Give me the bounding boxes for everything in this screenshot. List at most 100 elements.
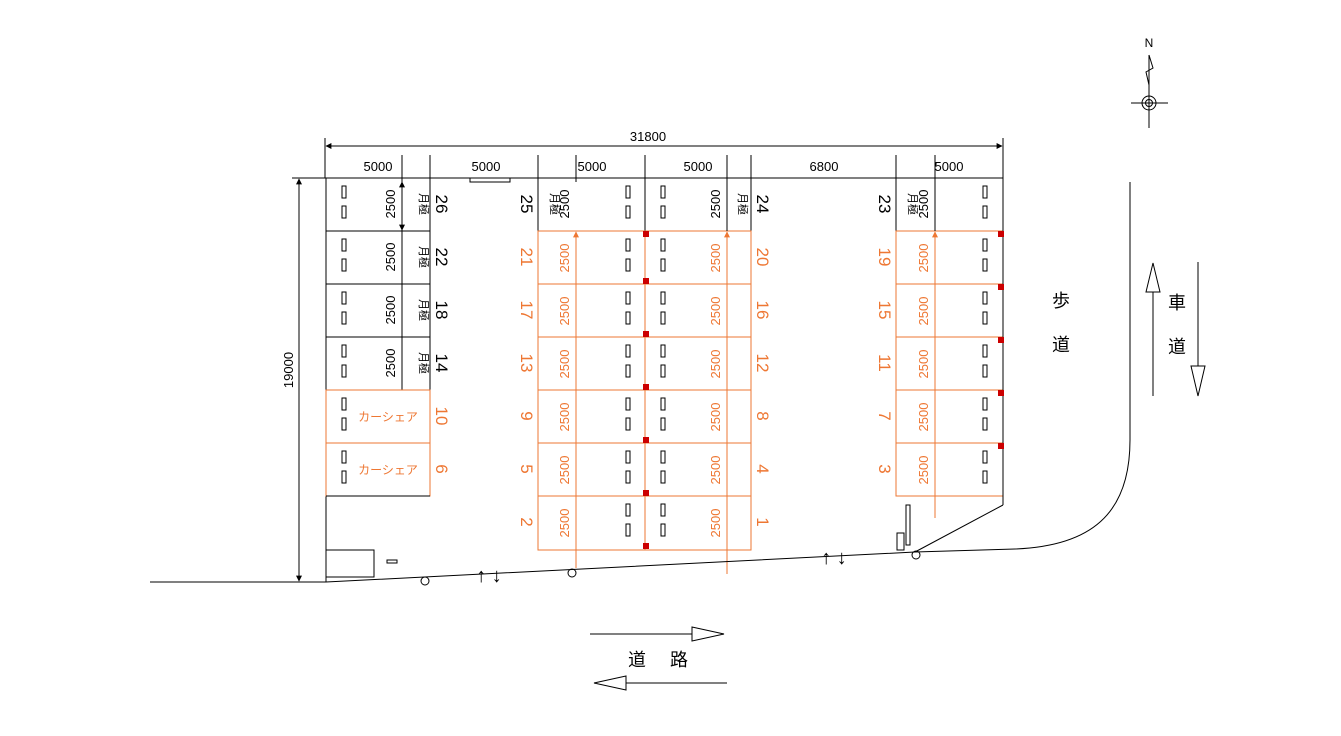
road-label-1: 道 [628, 650, 646, 670]
wheel-stop [625, 450, 631, 464]
total-height-label: 19000 [281, 352, 296, 388]
block-b [537, 177, 646, 568]
space-number: 23 [875, 195, 894, 214]
stall-dim: 2500 [557, 350, 572, 379]
stall-dim: 2500 [708, 403, 723, 432]
pole-marker [998, 284, 1004, 290]
stall-dim: 2500 [708, 297, 723, 326]
stall-dim: 2500 [557, 190, 572, 219]
space-number: 21 [517, 248, 536, 267]
wheel-stop [660, 185, 666, 199]
wheel-stop [982, 450, 988, 464]
wheel-stop [982, 364, 988, 378]
monthly-label: 月極 [906, 193, 920, 215]
wheel-stop [982, 185, 988, 199]
pole-marker [643, 231, 649, 237]
wheel-stop [625, 417, 631, 431]
wheel-stop [982, 417, 988, 431]
space-number: 19 [875, 248, 894, 267]
space-number: 6 [432, 464, 451, 473]
stall-dim: 2500 [557, 456, 572, 485]
space-number: 24 [753, 195, 772, 214]
wheel-stop [660, 238, 666, 252]
space-number: 25 [517, 195, 536, 214]
monthly-label: 月極 [417, 352, 431, 374]
wheel-stop [625, 503, 631, 517]
car-share-label: カーシェア [358, 410, 418, 424]
stall-dim: 2500 [383, 296, 398, 325]
segment-width-5: 6800 [810, 159, 839, 174]
space-number: 7 [875, 411, 894, 420]
monthly-label: 月極 [417, 193, 431, 215]
north-compass: N [1131, 36, 1168, 128]
wheel-stop [660, 397, 666, 411]
space-number: 22 [432, 248, 451, 267]
entrance-arrows: ↑ ↓ [821, 547, 847, 569]
pole-marker [998, 337, 1004, 343]
segment-width-1: 5000 [364, 159, 393, 174]
wheel-stop [660, 503, 666, 517]
stall-dim: 2500 [916, 403, 931, 432]
stall-dim: 2500 [708, 456, 723, 485]
roadway-label-1: 車 [1168, 293, 1186, 313]
monthly-label: 月極 [417, 246, 431, 268]
wheel-stop [341, 238, 347, 252]
wheel-stop [625, 470, 631, 484]
space-number: 17 [517, 301, 536, 320]
space-number: 2 [517, 517, 536, 526]
wheel-stop [625, 523, 631, 537]
sidewalk-label-1: 歩 [1052, 291, 1070, 311]
wheel-stop [625, 291, 631, 305]
space-number: 9 [517, 411, 536, 420]
stall-dim: 2500 [916, 350, 931, 379]
wheel-stop [625, 364, 631, 378]
stall-dim: 2500 [708, 509, 723, 538]
stall-dim: 2500 [708, 350, 723, 379]
wheel-stop [660, 364, 666, 378]
wheel-stop [625, 311, 631, 325]
wheel-stop [982, 258, 988, 272]
space-number: 13 [517, 354, 536, 373]
pole-marker [643, 384, 649, 390]
space-number: 5 [517, 464, 536, 473]
space-number: 18 [432, 301, 451, 320]
stall-dim: 2500 [383, 349, 398, 378]
road-label-2: 路 [670, 650, 688, 670]
pole-marker [643, 490, 649, 496]
space-number: 16 [753, 301, 772, 320]
wheel-stop [341, 470, 347, 484]
stall-dims-orange: 2500 2500 2500 2500 2500 2500 2500 2500 … [557, 244, 931, 538]
wheel-stop [982, 291, 988, 305]
total-width-label: 31800 [630, 129, 666, 144]
wheel-stop [341, 344, 347, 358]
space-number: 20 [753, 248, 772, 267]
stall-dim: 2500 [708, 244, 723, 273]
wheel-stop [660, 311, 666, 325]
wheel-stop [341, 205, 347, 219]
entrance-arrows: ↑ ↓ [476, 565, 502, 587]
wheel-stop [341, 185, 347, 199]
space-number: 10 [432, 407, 451, 426]
stall-dim: 2500 [916, 190, 931, 219]
monthly-label: 月極 [548, 193, 562, 215]
wheel-stop [625, 238, 631, 252]
segment-width-4: 5000 [684, 159, 713, 174]
wheel-stop [982, 311, 988, 325]
wheel-stop [625, 205, 631, 219]
wheel-stop [660, 450, 666, 464]
wheel-stop [625, 258, 631, 272]
wheel-stop [660, 291, 666, 305]
stall-dim: 2500 [557, 509, 572, 538]
space-number: 26 [432, 195, 451, 214]
pole-marker [643, 543, 649, 549]
stall-dim: 2500 [916, 244, 931, 273]
wheel-stop [982, 344, 988, 358]
pole-marker [643, 437, 649, 443]
north-label: N [1145, 36, 1154, 50]
stall-dim: 2500 [916, 297, 931, 326]
block-c [644, 177, 752, 574]
wheel-stops [341, 185, 988, 537]
wheel-stop [982, 205, 988, 219]
monthly-label: 月極 [736, 193, 750, 215]
